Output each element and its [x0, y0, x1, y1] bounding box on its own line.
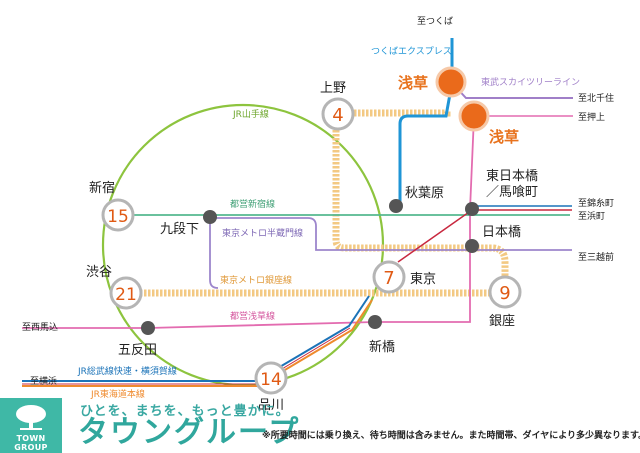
keiyo-stripe — [22, 327, 351, 385]
slogan: ひとを、まちを、もっと豊かに。 — [80, 404, 290, 419]
footer-brand: TOWN GROUP ひとを、まちを、もっと豊かに。 タウングループ ※所要時間… — [0, 398, 640, 453]
station-ueno: 上野 — [320, 81, 346, 96]
kudanshita-dot — [203, 210, 217, 224]
label-sobu-yokosuka: JR総武線快速・横須賀線 — [77, 365, 177, 377]
hanzomon-line — [209, 218, 219, 289]
label-asakusa-line: 都営浅草線 — [230, 310, 275, 322]
ueno-minutes: 4 — [332, 105, 343, 126]
gotanda-dot — [141, 321, 155, 335]
station-higashinihombashi: 東日本橋 — [486, 168, 538, 184]
ginza-minutes: 9 — [499, 283, 510, 304]
town-group-logo: TOWN GROUP — [0, 398, 62, 453]
station-gotanda: 五反田 — [118, 343, 157, 358]
ginza-badge: 9 — [488, 275, 522, 309]
shinjuku-badge: 15 — [101, 198, 135, 232]
shinjuku-minutes: 15 — [107, 207, 129, 227]
dest-mitsukoshimae: 至三越前 — [578, 251, 614, 263]
tree-icon — [16, 405, 46, 430]
station-asakusa-tobu: 浅草 — [489, 128, 519, 146]
asakusa-tx-hub — [435, 66, 467, 98]
dest-oshiage: 至押上 — [578, 111, 605, 123]
station-shimbashi: 新橋 — [369, 339, 395, 355]
label-ginza-line: 東京メトロ銀座線 — [220, 274, 292, 286]
dest-nishimagome: 至西馬込 — [22, 322, 58, 333]
tsukuba-express-line — [398, 38, 454, 205]
station-shinjuku: 新宿 — [89, 180, 115, 196]
logo-text: TOWN GROUP — [14, 434, 48, 452]
tokaido-line — [22, 299, 373, 387]
label-yamanote: JR山手線 — [232, 108, 269, 120]
station-bakurocho: ／馬喰町 — [486, 184, 538, 200]
station-ginza: 銀座 — [489, 314, 515, 329]
asakusa-line — [22, 115, 475, 329]
station-shinagawa: 品川 — [258, 398, 284, 413]
station-shibuya: 渋谷 — [86, 265, 112, 280]
asakusa-tobu-hub — [458, 100, 490, 132]
dest-kitasenju: 至北千住 — [578, 92, 614, 104]
travel-time-note: ※所要時間には乗り換え、待ち時間は含みません。また時間帯、ダイヤにより多少異なり… — [262, 431, 640, 441]
brand-name: タウングループ — [78, 415, 301, 450]
higashinihombashi-dot — [465, 202, 479, 216]
station-akihabara: 秋葉原 — [405, 186, 444, 201]
shimbashi-dot — [368, 315, 382, 329]
dest-kinshicho: 至錦糸町 — [578, 197, 614, 209]
dest-yokohama: 至横浜 — [30, 375, 57, 387]
nihombashi-dot — [465, 239, 479, 253]
label-tobu-skytree: 東武スカイツリーライン — [481, 76, 580, 88]
station-nihombashi: 日本橋 — [482, 225, 521, 240]
station-kudanshita: 九段下 — [160, 222, 199, 237]
dest-hamacho: 至浜町 — [578, 211, 605, 222]
sobu-yokosuka-line — [22, 295, 370, 382]
shibuya-badge: 21 — [109, 276, 143, 310]
hanzomon-line-east — [210, 217, 572, 251]
label-shinjuku-line: 都営新宿線 — [230, 198, 275, 210]
shinagawa-minutes: 14 — [260, 370, 282, 390]
label-hanzomon: 東京メトロ半蔵門線 — [222, 227, 303, 239]
shibuya-minutes: 21 — [115, 285, 137, 305]
dest-tsukuba: 至つくば — [417, 16, 453, 27]
label-tokaido: JR東海道本線 — [90, 388, 145, 400]
ginza-line — [128, 109, 509, 297]
label-tsukuba-express: つくばエクスプレス — [371, 46, 452, 57]
station-asakusa-tx: 浅草 — [398, 74, 428, 92]
akihabara-dot — [389, 199, 403, 213]
shinagawa-badge: 14 — [254, 361, 288, 395]
station-tokyo: 東京 — [410, 271, 436, 287]
ueno-badge: 4 — [321, 97, 355, 131]
tokyo-badge: 7 — [372, 260, 406, 294]
tokyo-minutes: 7 — [383, 268, 394, 289]
